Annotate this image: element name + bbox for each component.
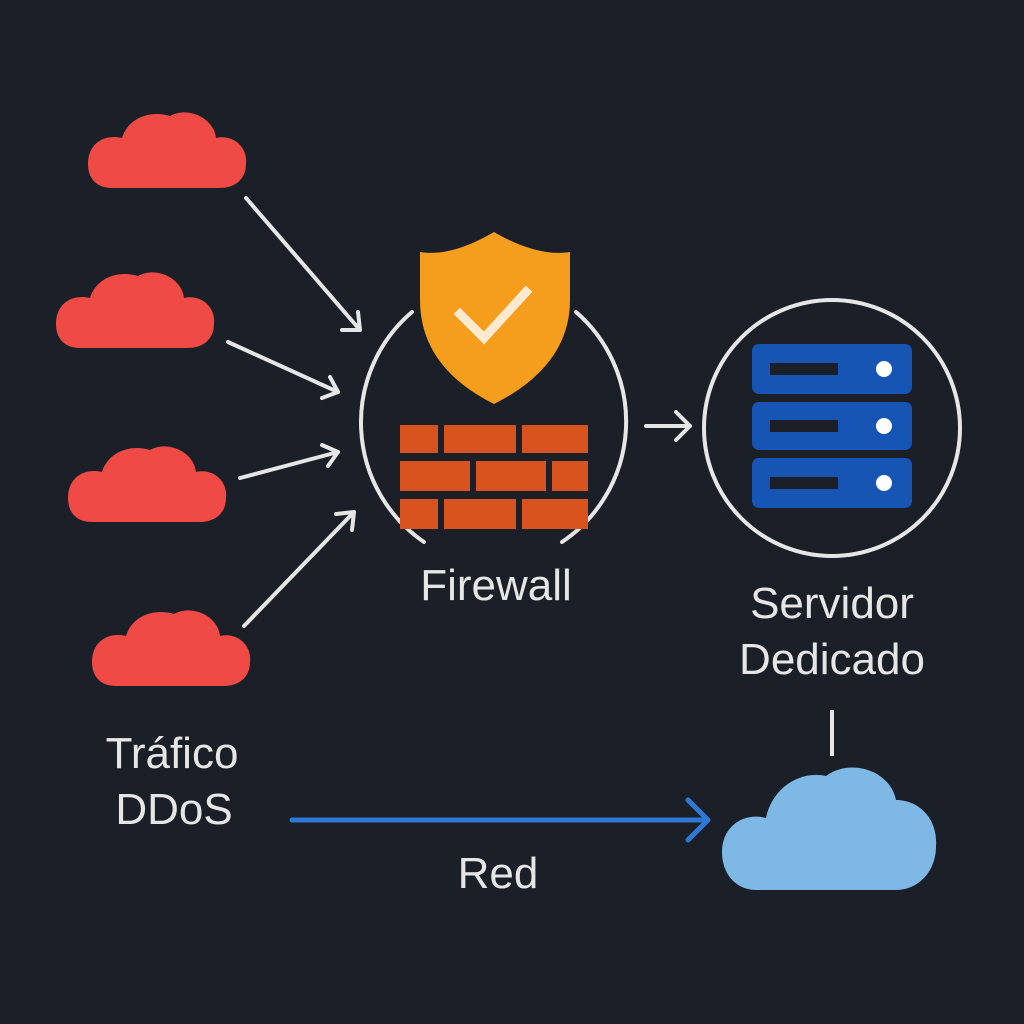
server-label-line1: Servidor	[750, 579, 914, 628]
attack-cloud-3-icon	[68, 446, 227, 522]
attack-arrow-4	[242, 510, 356, 628]
attack-arrow-2	[226, 340, 340, 400]
traffic-label-line2: DDoS	[115, 785, 232, 834]
server-icon	[752, 344, 912, 508]
firewall-to-server-arrow	[644, 410, 692, 442]
traffic-label-line1: Tráfico	[106, 729, 239, 778]
attack-arrow-3	[238, 443, 340, 480]
shield-check-icon	[420, 232, 570, 404]
server-ring	[702, 298, 962, 558]
firewall-ring	[359, 310, 629, 544]
attack-cloud-2-icon	[56, 272, 215, 348]
attack-arrow-1	[244, 196, 362, 332]
server-label-line2: Dedicado	[739, 635, 925, 684]
firewall-label: Firewall	[420, 561, 572, 610]
attack-cloud-4-icon	[92, 610, 251, 686]
network-label: Red	[458, 849, 539, 898]
network-arrow	[289, 797, 711, 843]
brick-wall-icon	[400, 425, 588, 529]
attack-cloud-1-icon	[88, 112, 247, 188]
network-cloud-icon	[722, 767, 937, 890]
